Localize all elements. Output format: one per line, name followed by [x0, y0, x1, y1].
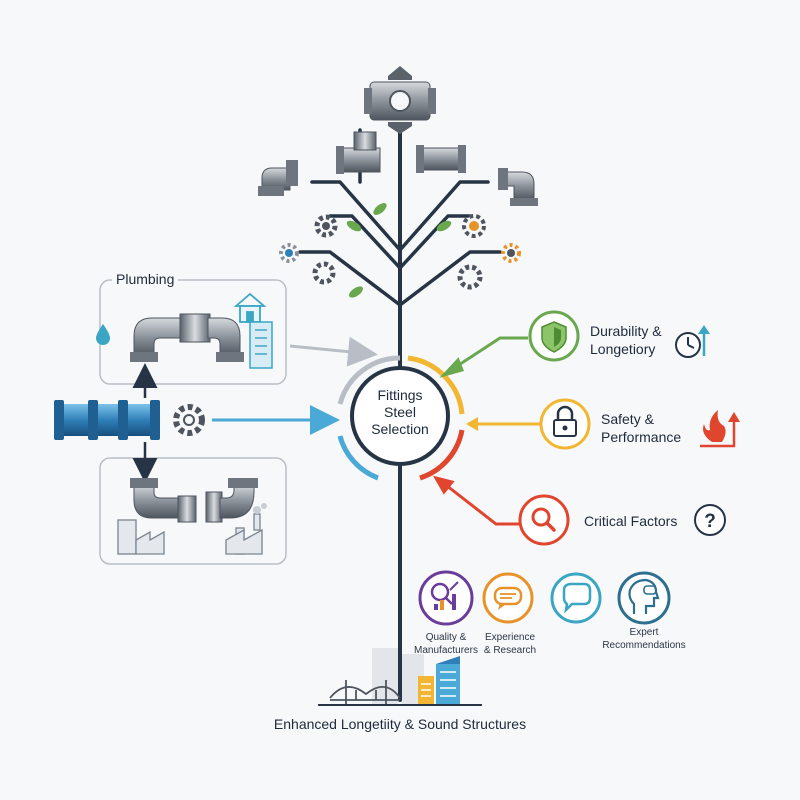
- critical-badge: [518, 494, 570, 546]
- city-skyline: [318, 648, 482, 706]
- arrow-plumbing-to-center: [289, 336, 378, 367]
- center-node: [337, 355, 465, 481]
- source-quality-label-line2: Manufacturers: [414, 644, 478, 656]
- lock-icon: [553, 405, 577, 437]
- source-expert-label-line2: Recommendations: [602, 639, 686, 651]
- source-expert-label-line1: Expert: [629, 627, 659, 638]
- tree-branches: [298, 128, 502, 307]
- bridge-icon: [329, 680, 401, 704]
- speech-bubble-icon: [562, 582, 592, 614]
- leaf-icon: [346, 203, 452, 298]
- source-experience-label-line1: Experience: [484, 632, 536, 643]
- pipe-assembly-icon: [130, 313, 244, 362]
- durability-label-line1: Durability &: [590, 323, 662, 339]
- arrow-safety: [466, 417, 540, 431]
- source-quality-label: Quality & Manufacturers: [404, 632, 488, 657]
- safety-label-line2: Performance: [601, 428, 682, 445]
- critical-factors-label: Critical Factors: [584, 513, 678, 529]
- gear-icon: [173, 404, 205, 436]
- svg-text:?: ?: [704, 511, 716, 532]
- center-title: Fittings Steel Selection: [350, 387, 450, 438]
- source-expert-label: Expert Recommendations: [596, 627, 692, 652]
- arrow-durability: [439, 336, 528, 378]
- house-icon: [233, 292, 267, 323]
- center-title-line2: Steel: [384, 404, 416, 420]
- center-title-line3: Selection: [371, 421, 429, 437]
- durability-label: Durability & Longetiory: [590, 323, 662, 358]
- durability-label-line2: Longetiory: [590, 340, 656, 357]
- safety-label-line1: Safety &: [601, 411, 654, 427]
- source-quality: [418, 570, 474, 626]
- water-drop-icon: [96, 324, 110, 345]
- factory-icon: [117, 503, 267, 555]
- gear-icon: [314, 214, 338, 238]
- clock-icon: [675, 325, 710, 358]
- source-experience: [482, 572, 534, 624]
- magnifier-icon: [531, 507, 556, 532]
- arrow-critical: [432, 475, 520, 526]
- shield-icon: [541, 321, 567, 353]
- valve-fitting-icon: [364, 66, 436, 134]
- bottom-caption: Enhanced Longetiity & Sound Structures: [273, 716, 527, 732]
- elbow-fitting-icon-right: [498, 168, 538, 206]
- fire-icon: [700, 410, 740, 448]
- gear-icon: [462, 214, 486, 238]
- center-title-line1: Fittings: [377, 387, 423, 403]
- pipe-assembly-icon-bottom: [130, 478, 258, 523]
- tee-fitting-icon: [336, 131, 381, 174]
- building-icon: [249, 321, 273, 369]
- elbow-fitting-icon: [258, 160, 298, 196]
- chat-bubble-icon: [493, 586, 523, 606]
- gear-icon: [279, 243, 299, 263]
- source-experience-label-line2: & Research: [483, 644, 537, 656]
- plumbing-label: Plumbing: [112, 271, 179, 289]
- blue-pipe-icon: [54, 400, 160, 440]
- source-quality-label-line1: Quality &: [425, 632, 467, 643]
- source-experience-label: Experience & Research: [470, 632, 550, 657]
- coupling-fitting-icon: [416, 145, 466, 173]
- safety-label: Safety & Performance: [601, 411, 681, 446]
- gear-icon: [457, 264, 483, 290]
- source-expert: [617, 571, 671, 625]
- question-icon: ?: [694, 504, 726, 536]
- source-discussion: [550, 572, 602, 624]
- gear-icon: [312, 261, 336, 285]
- plumbing-panel-bottom: [99, 457, 287, 565]
- gear-icon: [501, 243, 521, 263]
